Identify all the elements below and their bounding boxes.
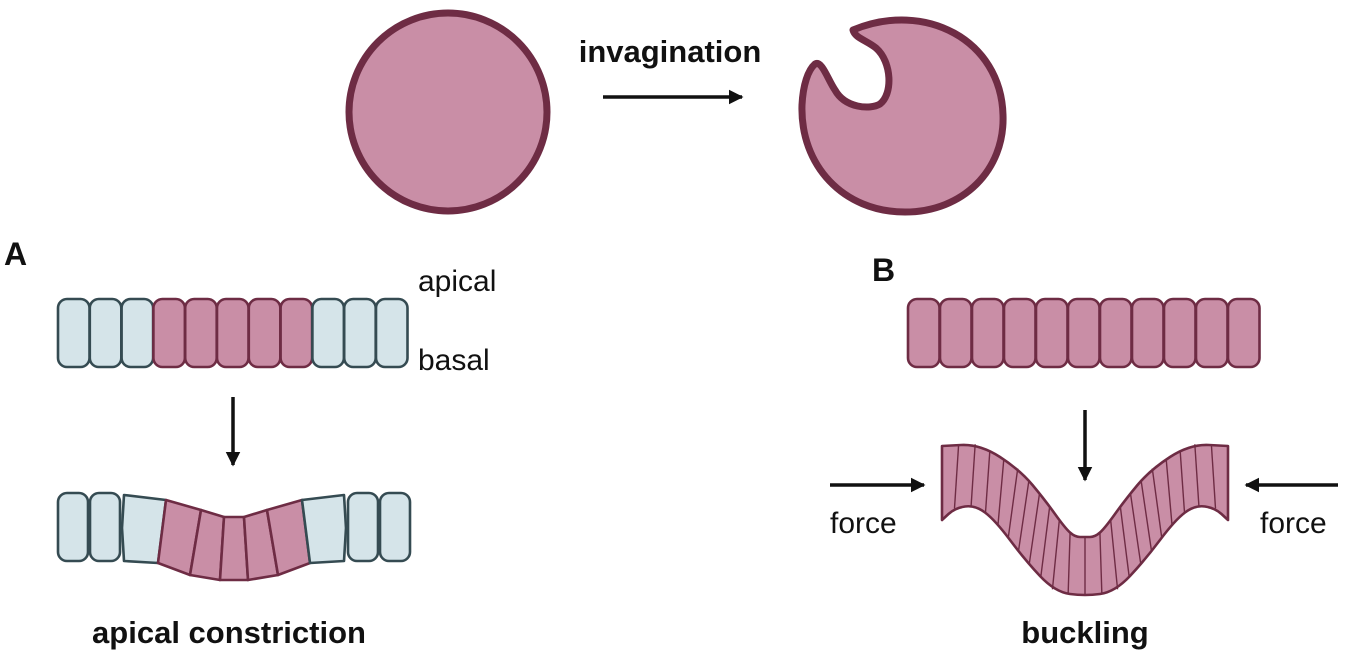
cell-blue: [311, 297, 346, 369]
panel-a: A apical basal apical constriction: [4, 236, 496, 650]
cell-pink: [279, 297, 314, 369]
force-right-label: force: [1260, 507, 1327, 540]
cell-blue: [346, 491, 380, 563]
panel-a-letter: A: [4, 236, 27, 272]
top-panel: invagination: [345, 9, 1007, 216]
cell-blue: [342, 297, 378, 369]
cell-pink: [215, 297, 250, 369]
cell-pink: [1066, 297, 1101, 369]
flat-epithelium-b: [906, 297, 1261, 369]
invagination-label: invagination: [579, 34, 762, 69]
round-embryo: [345, 9, 551, 215]
panel-b-letter: B: [872, 252, 895, 288]
cell-boundary: [970, 444, 976, 506]
cell-boundary: [1179, 450, 1186, 513]
cell-pink: [1002, 297, 1037, 369]
buckled-epithelium-b: [940, 443, 1230, 597]
cell-blue: [88, 297, 123, 369]
cell-pink: [152, 297, 187, 369]
cell-boundary: [1017, 480, 1030, 552]
cell-boundary: [1109, 519, 1119, 590]
cell-pink: [970, 297, 1005, 369]
constricted-epithelium-a: [56, 491, 412, 582]
apical-label: apical: [418, 265, 496, 298]
cell-boundary: [1119, 506, 1130, 577]
panel-b: B force force buckling: [830, 252, 1338, 650]
cell-boundary: [1067, 532, 1071, 594]
basal-label: basal: [418, 344, 490, 377]
force-left-label: force: [830, 507, 897, 540]
cell-blue: [120, 297, 155, 369]
cell-boundary: [997, 459, 1005, 525]
buckling-label: buckling: [1021, 615, 1148, 650]
cell-boundary: [984, 450, 991, 513]
invaginated-embryo: [798, 16, 1007, 216]
cell-boundary: [1051, 519, 1061, 590]
cell-blue: [378, 491, 412, 563]
cell-pink: [247, 297, 282, 369]
cell-pink: [1162, 297, 1197, 369]
cell-pink: [1130, 297, 1165, 369]
cell-boundary: [1099, 532, 1103, 594]
cell-pink: [1098, 297, 1133, 369]
cell-boundary: [1165, 459, 1173, 525]
flat-epithelium-a: [56, 297, 409, 369]
cell-boundary: [1040, 506, 1051, 577]
cell-pink: [938, 297, 973, 369]
cell-boundary: [953, 445, 960, 509]
wedge-cell-blue: [300, 493, 348, 565]
cell-boundary: [1194, 444, 1200, 506]
cell-boundary: [1028, 493, 1041, 565]
cell-boundary: [1140, 480, 1153, 552]
cell-blue: [56, 297, 91, 369]
cell-pink: [1194, 297, 1229, 369]
cell-blue: [56, 491, 90, 563]
cell-pink: [906, 297, 941, 369]
cell-boundary: [1007, 468, 1019, 538]
cell-blue: [374, 297, 409, 369]
apical-constriction-label: apical constriction: [92, 615, 366, 650]
cell-pink: [1034, 297, 1069, 369]
wedge-cell-blue: [120, 493, 168, 565]
cell-pink: [183, 297, 218, 369]
cell-blue: [88, 491, 122, 563]
buckled-sheet: [940, 443, 1230, 597]
cell-boundary: [1210, 445, 1217, 509]
cell-pink: [1226, 297, 1261, 369]
cell-boundary: [1151, 468, 1163, 538]
cell-boundary: [1129, 493, 1142, 565]
